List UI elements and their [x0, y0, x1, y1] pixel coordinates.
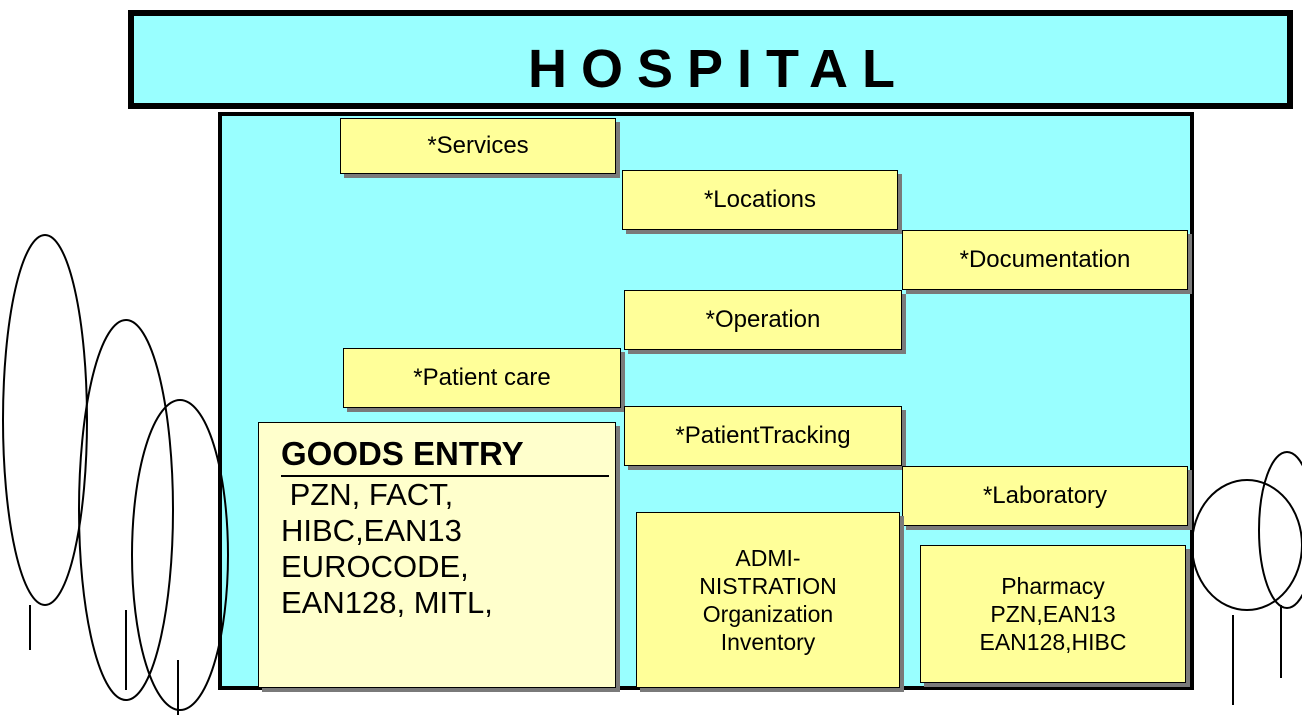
hospital-title: HOSPITAL [528, 38, 909, 99]
tree-left-3 [131, 399, 229, 715]
laboratory-box: *Laboratory [902, 466, 1188, 526]
administration-line: Inventory [720, 629, 816, 655]
administration-line: NISTRATION [699, 573, 837, 599]
operation-label: *Operation [705, 306, 821, 333]
patient-care-label: *Patient care [413, 364, 551, 391]
laboratory-label: *Laboratory [982, 482, 1108, 509]
patient-tracking-label: *PatientTracking [675, 422, 851, 449]
tree-left-1 [2, 234, 88, 650]
pharmacy-line: Pharmacy [1001, 573, 1105, 599]
tree-right-1 [1191, 479, 1302, 705]
services-label: *Services [427, 132, 529, 159]
administration-box: ADMI- NISTRATION Organization Inventory [636, 512, 900, 688]
locations-label: *Locations [703, 186, 817, 213]
tree-right-2 [1258, 451, 1302, 678]
pharmacy-box: Pharmacy PZN,EAN13 EAN128,HIBC [920, 545, 1186, 683]
administration-line: Organization [702, 601, 834, 627]
operation-box: *Operation [624, 290, 902, 350]
goods-entry-line: PZN, FACT, [281, 477, 454, 512]
pharmacy-line: EAN128,HIBC [979, 629, 1127, 655]
documentation-label: *Documentation [959, 246, 1131, 273]
locations-box: *Locations [622, 170, 898, 230]
documentation-box: *Documentation [902, 230, 1188, 290]
goods-entry-title: GOODS ENTRY [281, 435, 609, 477]
services-box: *Services [340, 118, 616, 174]
administration-line: ADMI- [735, 545, 801, 571]
pharmacy-line: PZN,EAN13 [990, 601, 1116, 627]
tree-left-2 [78, 319, 174, 701]
goods-entry-line: EUROCODE, [281, 549, 469, 584]
patient-tracking-box: *PatientTracking [624, 406, 902, 466]
hospital-title-banner: HOSPITAL [128, 10, 1293, 109]
goods-entry-box: GOODS ENTRY PZN, FACT, HIBC,EAN13 EUROCO… [258, 422, 616, 688]
goods-entry-line: EAN128, MITL, [281, 585, 493, 620]
goods-entry-line: HIBC,EAN13 [281, 513, 462, 548]
patient-care-box: *Patient care [343, 348, 621, 408]
